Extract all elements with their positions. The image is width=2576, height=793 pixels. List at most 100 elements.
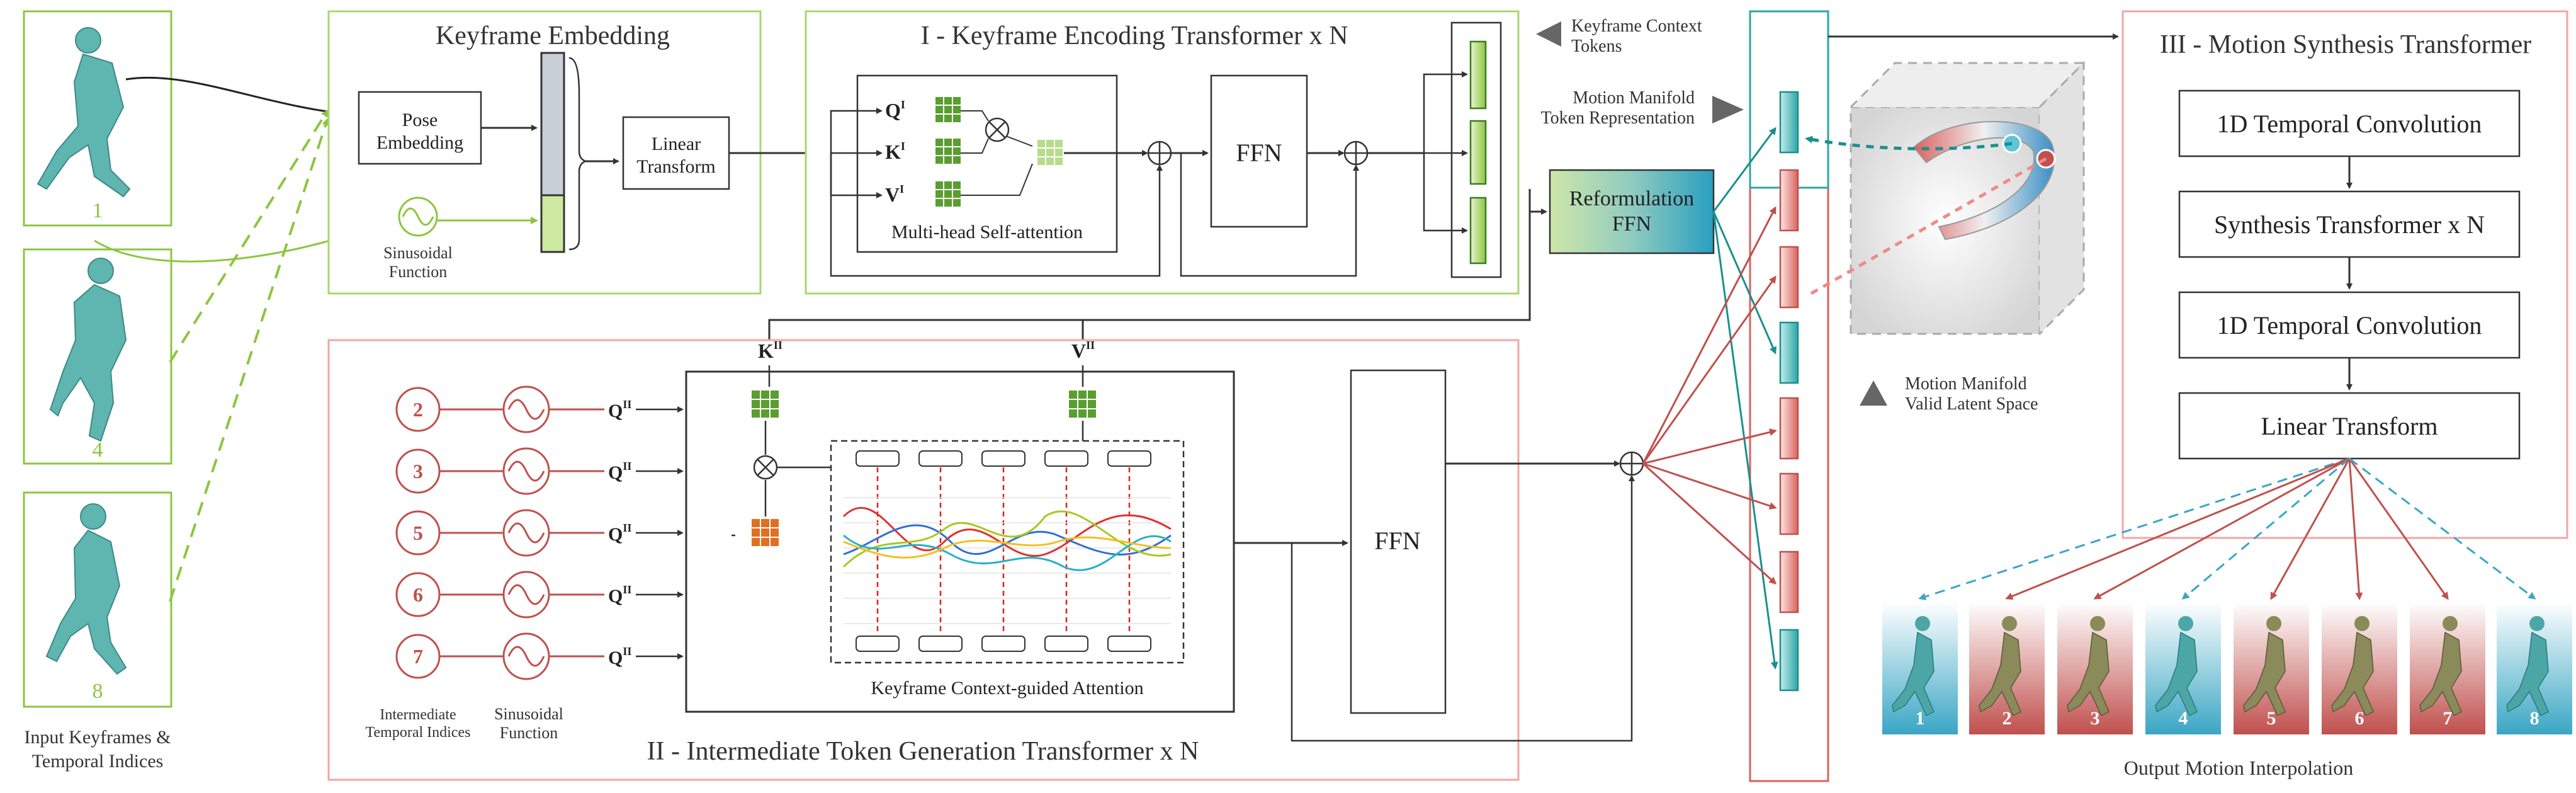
attention-curve-2 [843, 524, 1172, 556]
output-frame-index: 4 [2179, 708, 2188, 729]
enc-k-label: KI [885, 140, 905, 163]
enc-out-cells [1037, 140, 1063, 165]
encoder-qkv-grids [935, 97, 961, 207]
attention-query-token [918, 636, 963, 652]
generated-manifold-token-7 [1779, 551, 1799, 613]
attention-curves [842, 450, 1172, 652]
output-figure [2331, 631, 2374, 717]
synthesis-step-1: 1D Temporal Convolution [2178, 89, 2521, 189]
output-frame-index: 5 [2267, 708, 2276, 729]
generator-title: II - Intermediate Token Generation Trans… [647, 737, 1199, 766]
attention-query-token [856, 636, 900, 652]
gen-q-label: QII [608, 460, 631, 483]
output-frame-2: 2 [1969, 602, 2045, 734]
enc-v-grid [935, 181, 961, 207]
keyframe-label-4: 4 [93, 438, 103, 462]
input-keyframes-caption: Input Keyframes &Temporal Indices [24, 727, 171, 772]
attention-query-token [1044, 636, 1088, 652]
mhsa-label: Multi-head Self-attention [891, 222, 1083, 242]
gen-k-label: KII [758, 339, 782, 362]
output-figure [2155, 631, 2198, 717]
keyframe-encoder-block: I - Keyframe Encoding Transformer x N QI… [805, 10, 1520, 295]
synthesis-step-3: 1D Temporal Convolution [2178, 291, 2521, 391]
running-figure-4 [49, 258, 127, 442]
synthesis-step-4: Linear Transform [2178, 392, 2521, 460]
pose-embedding-box [358, 91, 482, 165]
attention-key-token [981, 450, 1025, 467]
reformulation-ffn-box [1549, 169, 1715, 254]
generator-kv-grids [752, 365, 1096, 546]
gen-q-label: QII [608, 522, 631, 545]
synthesis-step-label: 1D Temporal Convolution [2217, 110, 2482, 138]
latent-space-marker [1860, 380, 1887, 406]
enc-ffn-box [1210, 74, 1308, 228]
intermediate-generator-block: II - Intermediate Token Generation Trans… [327, 339, 1644, 781]
output-figure [2067, 631, 2110, 717]
output-frame-7: 7 [2410, 602, 2485, 734]
attention-key-token [1107, 450, 1151, 467]
embedding-brace [568, 57, 588, 251]
context-token-1 [1469, 40, 1487, 110]
context-token-3 [1469, 197, 1487, 265]
index-value: 7 [413, 645, 423, 668]
context-tokens-marker [1536, 21, 1561, 47]
gen-ffn-box [1350, 369, 1447, 714]
embedding-green-token [540, 194, 565, 253]
gen-k-grid [752, 391, 779, 418]
context-manifold-token-4 [1779, 321, 1799, 384]
synthesis-step-label: Linear Transform [2261, 412, 2438, 440]
reformulation-arrows [1712, 127, 1778, 670]
output-frame-index: 7 [2443, 708, 2453, 729]
attention-curve-5 [843, 536, 1172, 559]
gen-ffn-label: FFN [1374, 527, 1420, 555]
running-figure-1 [37, 27, 131, 198]
encoder-to-reformulation [1528, 189, 1547, 215]
synthesis-step-2: Synthesis Transformer x N [2178, 190, 2521, 290]
synthesis-step-label: 1D Temporal Convolution [2217, 311, 2482, 339]
enc-v-label: VI [885, 183, 904, 206]
output-figure [2419, 631, 2462, 717]
output-frame-index: 1 [1916, 708, 1925, 729]
generated-manifold-token-2 [1779, 169, 1799, 232]
gen-v-label: VII [1071, 339, 1095, 362]
enc-q-label: QI [885, 98, 905, 122]
output-arrows [1918, 457, 2536, 600]
gen-out-grid [752, 519, 779, 546]
keyframe-label-8: 8 [93, 680, 103, 703]
keyframe-embedding-title: Keyframe Embedding [436, 21, 670, 50]
attention-label: Keyframe Context-guided Attention [871, 678, 1143, 699]
index-value: 6 [413, 583, 423, 606]
generated-manifold-token-3 [1779, 246, 1799, 309]
output-figure [1979, 631, 2021, 717]
gen-q-label: QII [608, 398, 631, 421]
output-frame-6: 6 [2322, 602, 2397, 734]
output-frame-8: 8 [2497, 602, 2572, 734]
enc-k-grid [935, 139, 961, 164]
synthesis-step-label: Synthesis Transformer x N [2214, 210, 2485, 239]
synthesis-title: III - Motion Synthesis Transformer [2160, 30, 2531, 59]
latent-space-cube [1850, 60, 2086, 335]
context-token-2 [1469, 120, 1487, 185]
output-caption: Output Motion Interpolation [2124, 756, 2353, 779]
keyframe-label-1: 1 [93, 199, 103, 222]
teal-projection-line [1805, 135, 2013, 151]
generated-manifold-token-6 [1779, 472, 1799, 535]
output-frame-5: 5 [2234, 602, 2309, 734]
output-frame-3: 3 [2057, 602, 2133, 734]
attention-curve-4 [843, 534, 1172, 571]
output-frame-index: 2 [2003, 708, 2012, 729]
output-frame-1: 1 [1882, 602, 1958, 734]
output-figure [2243, 631, 2286, 717]
attention-query-token [1107, 636, 1151, 652]
gen-v-grid [1069, 391, 1096, 418]
keyframe4-dashed [169, 109, 329, 363]
